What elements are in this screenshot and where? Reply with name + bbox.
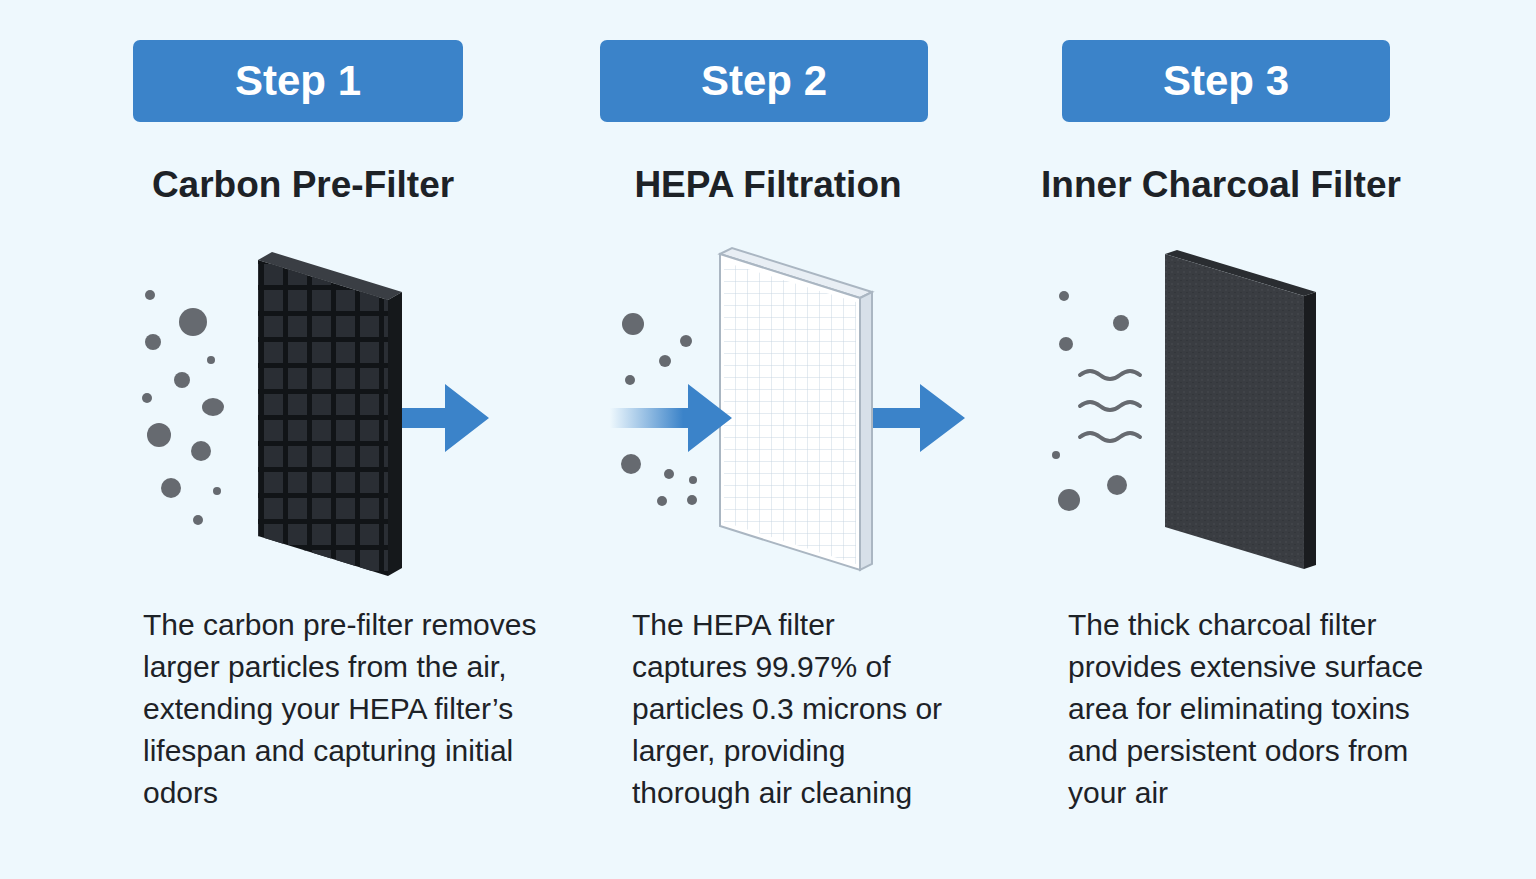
filter-heading: HEPA Filtration bbox=[634, 164, 901, 206]
step-label: Step 2 bbox=[701, 57, 827, 105]
charcoal-filter bbox=[1165, 250, 1316, 569]
step-label: Step 3 bbox=[1163, 57, 1289, 105]
step-badge: Step 1 bbox=[133, 40, 463, 122]
step-badge: Step 2 bbox=[600, 40, 928, 122]
flow-arrows bbox=[402, 384, 965, 452]
hepa-filter bbox=[720, 248, 872, 570]
step-label: Step 1 bbox=[235, 57, 361, 105]
filter-description: The thick charcoal filter provides exten… bbox=[1068, 604, 1430, 814]
step-badge: Step 3 bbox=[1062, 40, 1390, 122]
pre-filter bbox=[258, 252, 402, 576]
filter-heading: Inner Charcoal Filter bbox=[1041, 164, 1401, 206]
odor-waves bbox=[1080, 371, 1140, 441]
filter-description: The HEPA filter captures 99.97% of parti… bbox=[632, 604, 954, 814]
filter-description: The carbon pre-filter removes larger par… bbox=[143, 604, 543, 814]
filter-heading: Carbon Pre-Filter bbox=[152, 164, 454, 206]
particles bbox=[142, 290, 1129, 525]
